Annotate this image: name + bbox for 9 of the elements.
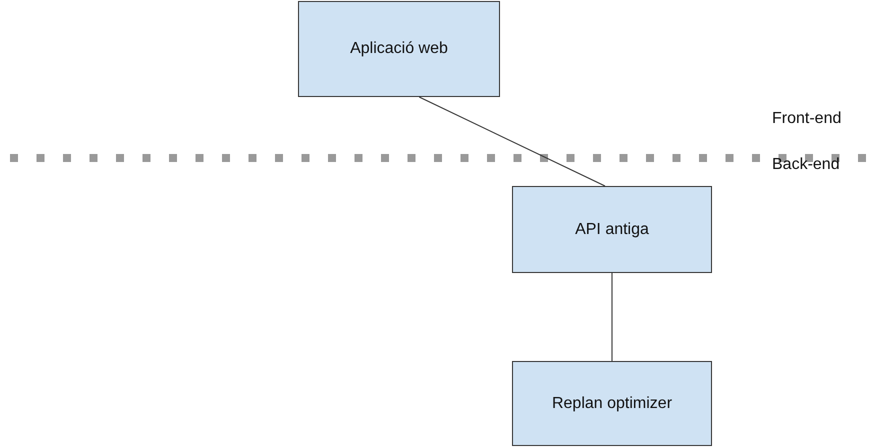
box-label: API antiga xyxy=(575,220,649,238)
process-box xyxy=(512,361,712,446)
layer-label: Front-end xyxy=(772,110,842,128)
box-label: Replan optimizer xyxy=(552,394,672,412)
box-label: Aplicació web xyxy=(350,40,448,58)
process-box xyxy=(512,186,712,273)
connector-line xyxy=(418,96,606,186)
process-box xyxy=(298,1,500,97)
layer-label: Back-end xyxy=(772,156,840,174)
